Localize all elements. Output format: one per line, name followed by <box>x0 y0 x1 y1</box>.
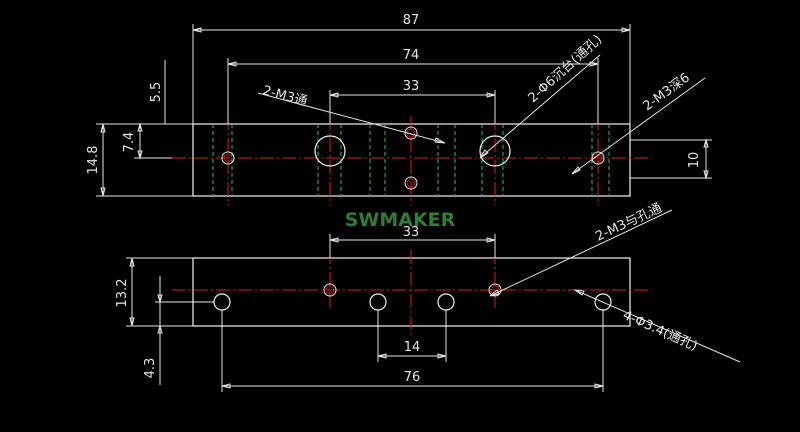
callout-phi6: 2-Φ6沉台(通孔) <box>479 32 606 159</box>
dim-14-8-label: 14.8 <box>86 146 101 175</box>
dim-33-top-label: 33 <box>403 79 420 94</box>
bottom-view-center-lines <box>172 250 652 335</box>
bottom-view-phi-hole-2 <box>369 293 387 311</box>
dim-14: 14 <box>377 310 447 362</box>
callout-m3-through-bottom-label: 2-M3与孔通 <box>593 201 664 245</box>
callout-m3-through-bottom: 2-M3与孔通 <box>489 201 673 297</box>
bottom-view-m3-hole-left <box>323 283 337 297</box>
watermark: SWMAKER <box>345 209 456 231</box>
dim-33-bottom-label: 33 <box>403 225 420 240</box>
top-view-m3-hole-left <box>221 151 235 165</box>
dim-5-5: 5.5 <box>149 60 193 125</box>
callout-phi6-label: 2-Φ6沉台(通孔) <box>526 32 606 106</box>
top-view-center-lines <box>172 116 652 205</box>
dim-13-2-label: 13.2 <box>115 279 130 308</box>
bottom-view-phi-hole-1 <box>213 293 231 311</box>
dim-87: 87 <box>192 13 631 124</box>
dim-7-4: 7.4 <box>122 122 172 160</box>
dim-5-5-label: 5.5 <box>149 82 164 103</box>
top-view-counterbore-left <box>314 135 346 167</box>
dim-33-bottom: 33 <box>329 225 496 258</box>
dim-14-label: 14 <box>404 340 421 355</box>
top-view-m3-hole-lower <box>404 176 418 190</box>
dim-76: 76 <box>221 310 604 392</box>
dim-7-4-label: 7.4 <box>122 132 137 153</box>
dim-13-2: 13.2 <box>115 257 193 327</box>
dim-10-label: 10 <box>687 152 702 169</box>
dim-10: 10 <box>630 138 712 180</box>
dim-33-top: 33 <box>329 79 496 124</box>
top-view-counterbore-right <box>479 135 511 167</box>
callout-phi34-label: 4-Φ3.4(通孔) <box>620 308 699 354</box>
dim-74-label: 74 <box>403 48 420 63</box>
callout-m3-through-top-label: 2-M3通 <box>261 83 309 109</box>
dim-14-8: 14.8 <box>86 123 193 197</box>
dim-87-label: 87 <box>403 13 420 28</box>
dim-76-label: 76 <box>404 370 421 385</box>
top-view-hidden-lines <box>212 124 610 196</box>
dim-4-3-label: 4.3 <box>143 358 158 379</box>
bottom-view-phi-hole-3 <box>437 293 455 311</box>
dim-4-3: 4.3 <box>143 276 214 385</box>
top-view: 87 74 33 5.5 1 <box>86 13 712 205</box>
